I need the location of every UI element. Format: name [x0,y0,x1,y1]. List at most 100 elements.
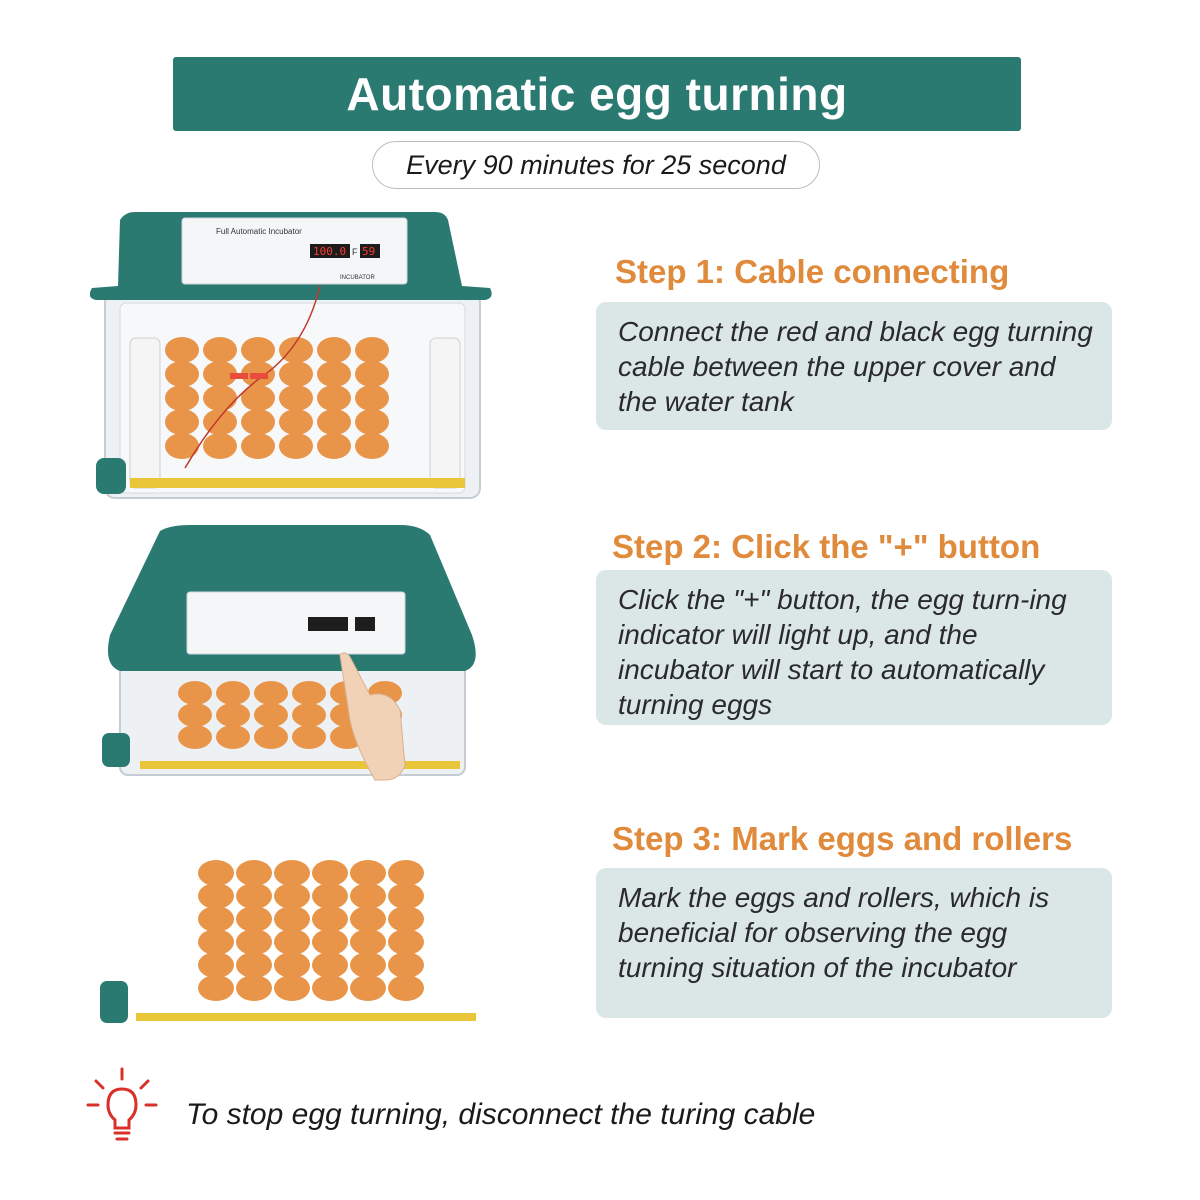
egg [216,703,250,727]
egg [254,725,288,749]
egg [165,385,199,411]
egg [198,860,234,886]
step-3-description: Mark the eggs and rollers, which is bene… [618,882,1050,983]
egg [350,975,386,1001]
egg-grid-3 [198,860,424,1001]
incubator-cable-illustration: Full Automatic Incubator 100.0 F 59 INCU… [90,212,492,499]
egg [388,975,424,1001]
egg [292,703,326,727]
egg [279,361,313,387]
step-1-box: Connect the red and black egg turning ca… [596,302,1112,430]
pointing-hand-icon [339,652,406,781]
egg [236,975,272,1001]
egg [317,385,351,411]
step-3-box: Mark the eggs and rollers, which is bene… [596,868,1112,1018]
egg [317,409,351,435]
egg [165,409,199,435]
egg [198,975,234,1001]
subtitle-text: Every 90 minutes for 25 second [406,149,786,180]
egg [198,906,234,932]
egg [236,929,272,955]
egg [355,385,389,411]
roller-group [129,337,461,489]
egg [203,385,237,411]
egg [274,975,310,1001]
egg [312,906,348,932]
egg [241,409,275,435]
egg [312,883,348,909]
egg [236,906,272,932]
step-3-title: Step 3: Mark eggs and rollers [612,820,1073,857]
step-2-description: Click the "+" button, the egg turn-ing i… [618,584,1067,720]
step-1-title: Step 1: Cable connecting [615,253,1010,290]
egg [312,860,348,886]
title-banner: Automatic egg turning [173,57,1021,131]
egg [165,337,199,363]
egg [203,433,237,459]
egg [292,681,326,705]
egg [274,883,310,909]
egg [350,860,386,886]
eggs-rollers-illustration [100,860,476,1023]
egg [274,929,310,955]
egg [388,952,424,978]
egg [274,906,310,932]
egg [355,433,389,459]
egg [178,681,212,705]
egg [292,725,326,749]
egg [317,337,351,363]
egg [274,952,310,978]
page-title: Automatic egg turning [346,68,848,120]
egg [355,361,389,387]
egg [198,883,234,909]
egg [274,860,310,886]
egg [350,952,386,978]
panel-unit: F [352,247,358,257]
egg [254,703,288,727]
egg [355,337,389,363]
panel-temp: 100.0 [313,245,346,258]
egg [350,929,386,955]
egg [279,385,313,411]
egg [203,361,237,387]
egg [165,361,199,387]
egg [350,883,386,909]
egg [216,681,250,705]
incubator-button-illustration [102,525,476,781]
panel-label: Full Automatic Incubator [216,227,302,236]
egg [254,681,288,705]
egg [198,952,234,978]
egg [350,906,386,932]
egg [165,433,199,459]
egg [312,975,348,1001]
egg [203,337,237,363]
egg [312,952,348,978]
egg [388,860,424,886]
egg [317,361,351,387]
footer-note: To stop egg turning, disconnect the turi… [186,1098,816,1131]
step-2-title: Step 2: Click the "+" button [612,528,1041,565]
panel-humidity: 59 [362,245,375,258]
egg [241,385,275,411]
egg [279,409,313,435]
egg [312,929,348,955]
egg [178,725,212,749]
egg [178,703,212,727]
egg [241,337,275,363]
egg [355,409,389,435]
egg [317,433,351,459]
egg [236,883,272,909]
egg [388,906,424,932]
egg [198,929,234,955]
subtitle-pill: Every 90 minutes for 25 second [372,141,820,189]
step-2-box: Click the "+" button, the egg turn-ing i… [596,570,1112,725]
egg-grid [165,337,389,459]
egg [216,725,250,749]
egg [241,433,275,459]
egg [236,952,272,978]
step-1-description: Connect the red and black egg turning ca… [618,316,1093,417]
egg [203,409,237,435]
egg [236,860,272,886]
egg [388,883,424,909]
egg [279,337,313,363]
